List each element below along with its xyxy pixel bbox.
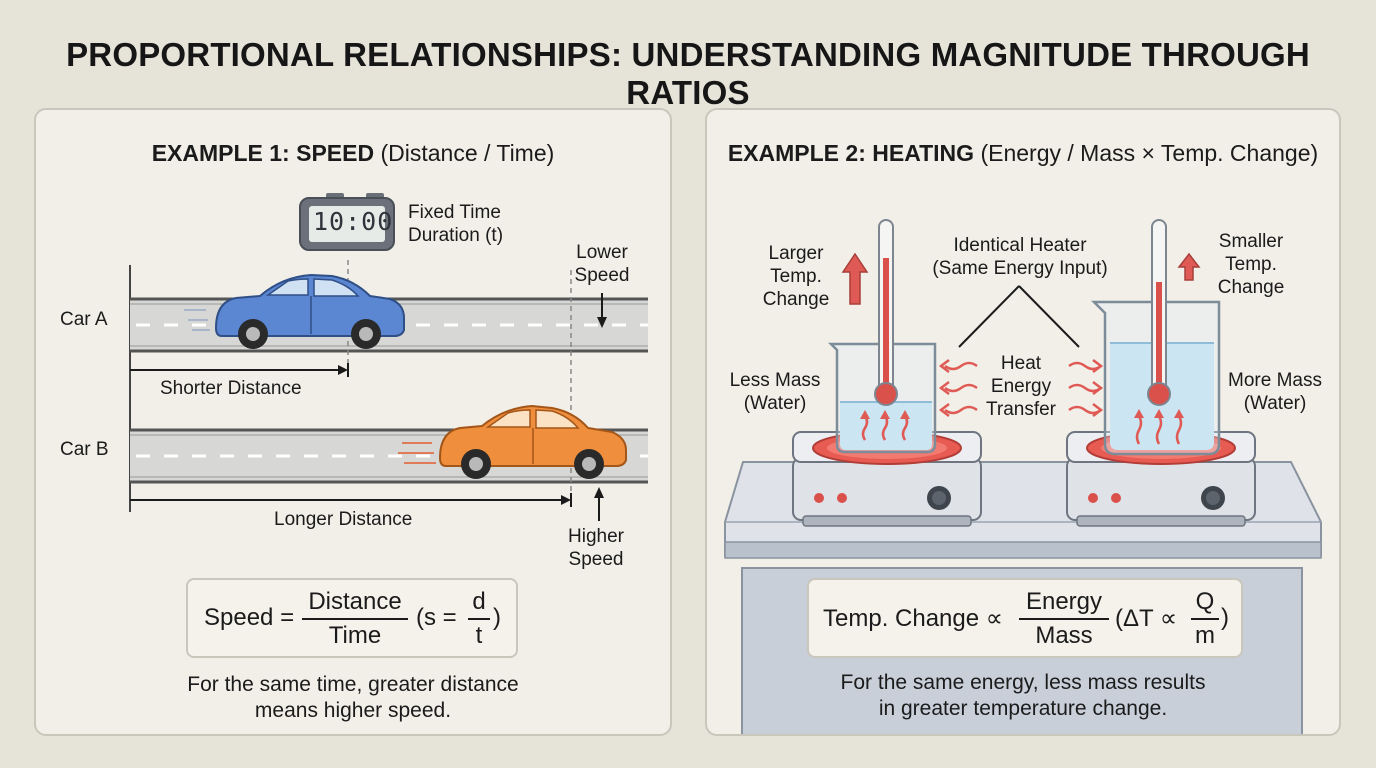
timer-display: 10:00: [313, 207, 394, 236]
larger-line2: Temp.: [770, 266, 822, 287]
heater-line2: (Same Energy Input): [932, 258, 1108, 279]
lower-speed-label: Lower Speed: [564, 241, 640, 287]
more-mass-line2: (Water): [1243, 393, 1307, 414]
heating-caption-line2: in greater temperature change.: [878, 697, 1168, 720]
shorter-distance-label: Shorter Distance: [160, 378, 302, 399]
heating-formula-fraction: Energy Mass: [1019, 588, 1109, 650]
higher-speed-line2: Speed: [568, 549, 624, 570]
lower-speed-line2: Speed: [574, 265, 630, 286]
longer-distance-arrow: [130, 493, 572, 507]
speed-formula-fraction: Distance Time: [302, 588, 408, 650]
car-b-icon: [398, 404, 627, 479]
car-a-label: Car A: [60, 309, 108, 330]
heating-formula-symbol-numerator: Q: [1191, 588, 1219, 620]
higher-speed-line1: Higher: [568, 526, 624, 547]
fixed-time-line2: Duration (t): [408, 225, 504, 246]
heater-line1: Identical Heater: [953, 235, 1087, 256]
higher-speed-arrow: [594, 487, 604, 521]
smaller-line1: Smaller: [1218, 231, 1284, 252]
larger-temp-change-arrow: [841, 252, 869, 305]
timer-icon: [299, 193, 395, 251]
transfer-line3: Transfer: [985, 399, 1057, 420]
speed-formula-numerator: Distance: [302, 588, 408, 620]
thermometer-left: [874, 219, 898, 406]
heating-caption-line1: For the same energy, less mass results: [840, 671, 1206, 694]
smaller-temp-change-arrow: [1177, 252, 1201, 281]
speed-heading-bold: EXAMPLE 1: SPEED: [151, 140, 375, 166]
heat-transfer-arrows-right: [1068, 359, 1104, 417]
more-mass-line1: More Mass: [1228, 370, 1322, 391]
speed-formula-box: Speed = Distance Time (s = d t ): [186, 578, 518, 658]
heating-formula-box: Temp. Change ∝ Energy Mass (ΔT ∝ Q m ): [807, 578, 1243, 658]
heating-formula-lhs: Temp. Change ∝: [823, 605, 1003, 632]
heating-formula-denominator: Mass: [1035, 622, 1093, 649]
heating-panel-heading: EXAMPLE 2: HEATING (Energy / Mass × Temp…: [707, 140, 1339, 167]
heating-formula-numerator: Energy: [1019, 588, 1109, 620]
speed-formula-lhs: Speed =: [204, 604, 295, 631]
heating-caption: For the same energy, less mass results i…: [707, 670, 1339, 722]
speed-caption-line1: For the same time, greater distance: [187, 673, 519, 696]
transfer-line2: Energy: [990, 376, 1052, 397]
speed-panel-heading: EXAMPLE 1: SPEED (Distance / Time): [36, 140, 670, 167]
heating-heading-rest: (Energy / Mass × Temp. Change): [980, 140, 1319, 166]
speed-panel: EXAMPLE 1: SPEED (Distance / Time): [34, 108, 672, 736]
speed-formula-paren-close: ): [493, 604, 501, 631]
speed-illustration: [129, 193, 648, 521]
speed-formula-symbol-denominator: t: [475, 622, 483, 649]
heater-pointer-lines: [958, 285, 1080, 348]
heating-heading-bold: EXAMPLE 2: HEATING: [727, 140, 975, 166]
heat-waves-right: [1134, 409, 1184, 445]
speed-formula-paren-open: (s =: [416, 604, 457, 631]
heat-waves-left: [860, 410, 910, 441]
thermometer-right: [1147, 219, 1171, 406]
less-mass-line2: (Water): [743, 393, 807, 414]
less-mass-line1: Less Mass: [729, 370, 821, 391]
speed-formula-symbol-numerator: d: [468, 588, 490, 620]
speed-formula-symbol-fraction: d t: [468, 588, 490, 650]
larger-line3: Change: [762, 289, 830, 310]
higher-speed-label: Higher Speed: [558, 525, 634, 571]
transfer-line1: Heat: [1000, 353, 1042, 374]
shorter-distance-arrow: [130, 363, 349, 377]
smaller-line2: Temp.: [1225, 254, 1277, 275]
larger-temp-change-label: Larger Temp. Change: [751, 242, 841, 311]
longer-distance-label: Longer Distance: [274, 509, 413, 530]
heating-formula-symbol-denominator: m: [1195, 622, 1215, 649]
car-a-icon: [184, 273, 405, 349]
speed-caption-line2: means higher speed.: [254, 699, 452, 722]
heat-transfer-arrows-left: [938, 359, 978, 417]
identical-heater-label: Identical Heater (Same Energy Input): [905, 234, 1135, 280]
speed-caption: For the same time, greater distance mean…: [36, 672, 670, 724]
larger-line1: Larger: [768, 243, 824, 264]
lower-speed-arrow: [597, 293, 607, 328]
speed-heading-rest: (Distance / Time): [380, 140, 555, 166]
less-mass-label: Less Mass (Water): [719, 369, 831, 415]
speed-formula-denominator: Time: [328, 622, 382, 649]
heating-formula-paren-open: (ΔT ∝: [1115, 605, 1178, 632]
more-mass-label: More Mass (Water): [1217, 369, 1333, 415]
page-title: PROPORTIONAL RELATIONSHIPS: UNDERSTANDIN…: [66, 36, 1310, 111]
heating-formula-symbol-fraction: Q m: [1191, 588, 1219, 650]
fixed-time-line1: Fixed Time: [408, 202, 501, 223]
fixed-time-label: Fixed Time Duration (t): [408, 201, 503, 247]
smaller-temp-change-label: Smaller Temp. Change: [1203, 230, 1299, 299]
smaller-line3: Change: [1217, 277, 1285, 298]
heating-formula-paren-close: ): [1221, 604, 1229, 631]
heating-panel: EXAMPLE 2: HEATING (Energy / Mass × Temp…: [705, 108, 1341, 736]
car-b-label: Car B: [60, 439, 109, 460]
lower-speed-line1: Lower: [576, 242, 628, 263]
heat-transfer-label: Heat Energy Transfer: [971, 352, 1071, 421]
